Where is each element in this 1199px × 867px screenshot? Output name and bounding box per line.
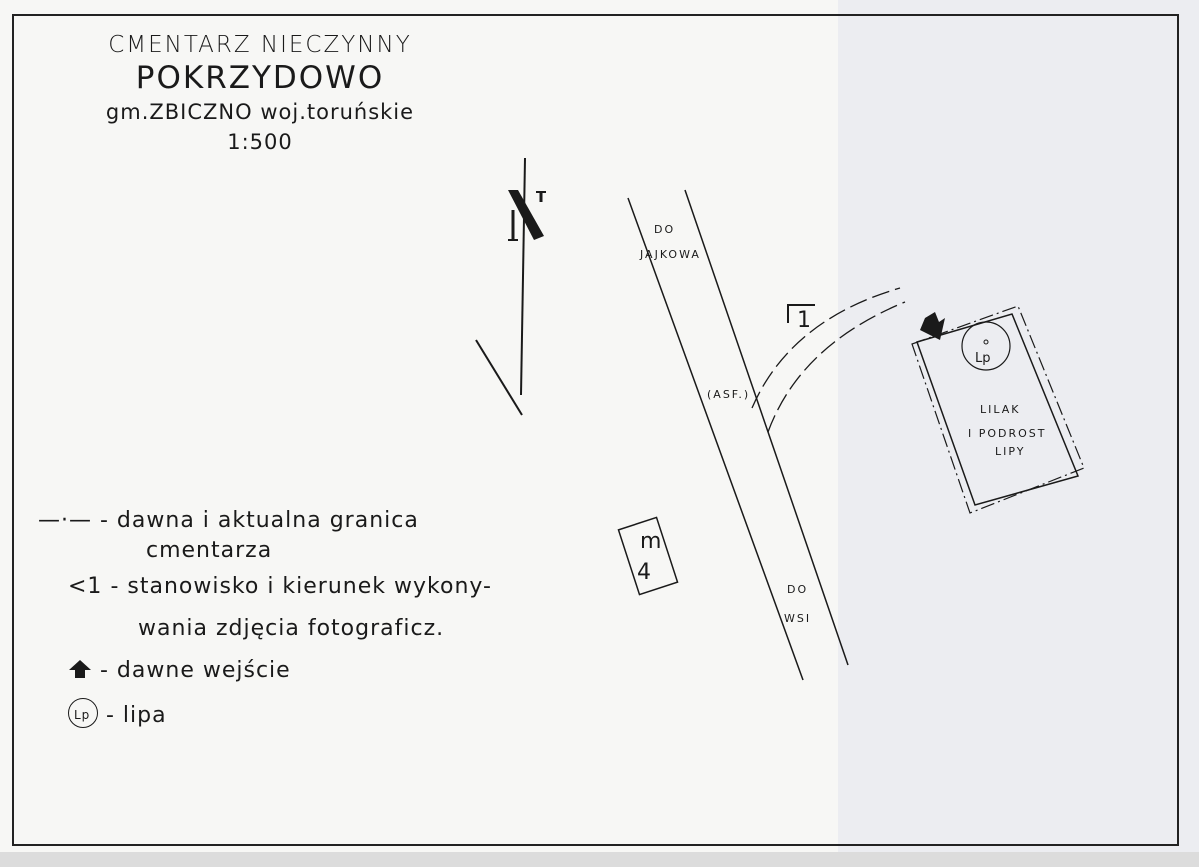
plot-label-3: LIPY — [995, 445, 1025, 458]
legend-entrance-row: - dawne wejście — [68, 658, 291, 683]
legend-tree-text: - lipa — [106, 703, 167, 728]
legend-entrance-text: - dawne wejście — [100, 658, 291, 683]
scan-shade — [838, 0, 1199, 867]
legend-station-text: - stanowisko i kierunek wykony- — [110, 574, 492, 599]
entrance-arrow-icon — [920, 312, 945, 340]
entrance-arrow-icon — [69, 660, 91, 678]
legend-tree-row: Lp - lipa — [68, 698, 167, 728]
cemetery-boundary — [911, 305, 1085, 514]
legend-tree-symbol: Lp — [74, 708, 91, 722]
title-line-1: CMENTARZ NIECZYNNY — [108, 32, 412, 58]
map-scale: 1:500 — [227, 130, 293, 154]
road-label-north-1: DO — [654, 223, 675, 236]
tree-label: Lp — [975, 351, 991, 366]
road-surface-label: (ASF.) — [707, 388, 750, 401]
road-label-south-2: WSI — [784, 612, 811, 625]
linden-tree-icon — [961, 321, 1011, 371]
road — [627, 189, 849, 681]
map-title-block: CMENTARZ NIECZYNNY POKRZYDOWO gm.ZBICZNO… — [60, 32, 460, 154]
plot-label-2: I PODROST — [968, 427, 1047, 440]
legend-boundary-text: - dawna i aktualna granica — [100, 508, 419, 533]
legend-station-symbol: <1 — [68, 574, 103, 599]
legend-station-row-2: wania zdjęcia fotograficz. — [138, 616, 444, 641]
title-municipality: gm.ZBICZNO woj.toruńskie — [105, 100, 415, 124]
road-label-north-2: JAJKOWA — [639, 248, 701, 261]
legend-station-text-2: wania zdjęcia fotograficz. — [138, 616, 445, 641]
legend-boundary-row: —·— - dawna i aktualna granica — [38, 508, 419, 533]
road-label-south-1: DO — [787, 583, 808, 596]
building-m4 — [617, 516, 679, 596]
legend-boundary-row-2: cmentarza — [146, 538, 272, 563]
building-label-1: m — [640, 529, 661, 554]
building-label-2: 4 — [637, 560, 651, 585]
linden-tree-icon: Lp — [68, 698, 98, 728]
plot-label-1: LILAK — [980, 403, 1021, 416]
photo-station-icon — [787, 304, 815, 323]
photo-station-number: 1 — [797, 308, 811, 333]
map-frame — [12, 14, 1179, 846]
north-arrow-icon — [475, 157, 546, 416]
scan-bottom-strip — [0, 852, 1199, 867]
dirt-track — [751, 287, 906, 433]
title-place-name: POKRZYDOWO — [135, 60, 385, 96]
legend-boundary-text-2: cmentarza — [146, 538, 273, 563]
legend-boundary-symbol: —·— — [38, 508, 92, 533]
legend-station-row: <1 - stanowisko i kierunek wykony- — [68, 574, 492, 599]
